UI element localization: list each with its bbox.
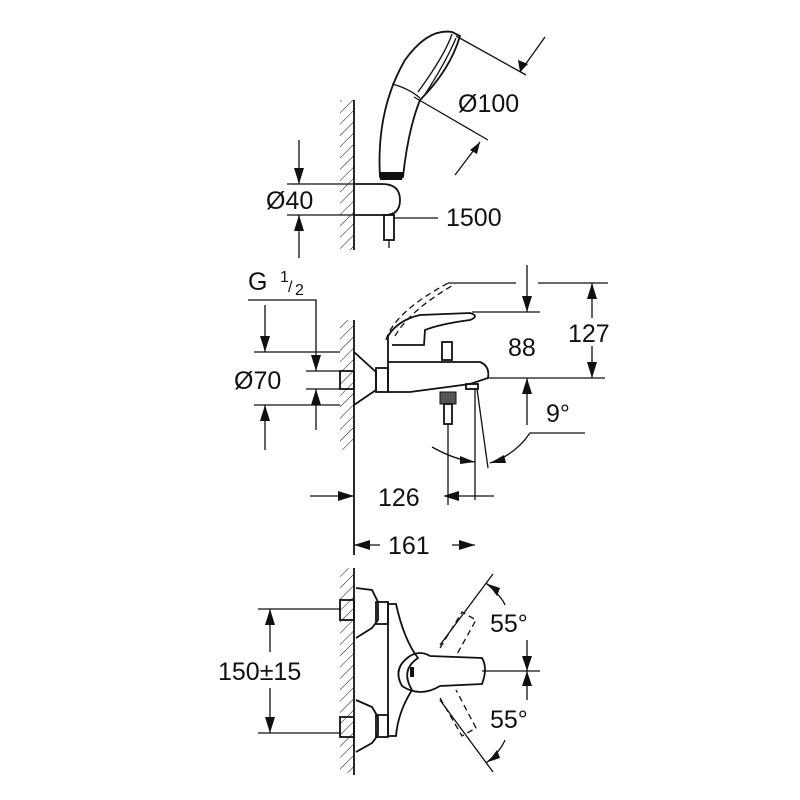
mixer-body-front xyxy=(387,603,420,737)
thread-fraction-den: 2 xyxy=(295,282,304,299)
shower-outlet-nut xyxy=(439,391,457,405)
total-projection-label: 161 xyxy=(388,532,430,560)
mixer-front-view: 55° 55° 150±15 xyxy=(218,568,540,775)
spout-projection-label: 126 xyxy=(378,484,420,512)
wall-hatch xyxy=(340,320,354,450)
fraction-slash: / xyxy=(288,279,293,296)
lever-front xyxy=(397,652,486,693)
escutcheon xyxy=(353,351,377,406)
wall-connector xyxy=(339,370,355,390)
lever xyxy=(387,312,476,362)
hand-shower-view: Ø100 Ø40 1500 xyxy=(266,30,546,258)
lever-raised-outline xyxy=(385,281,451,341)
shower-handset xyxy=(378,30,462,178)
lever-angle-up-label: 55° xyxy=(490,610,528,638)
diverter-knob xyxy=(441,341,453,361)
handset-grip xyxy=(380,172,404,180)
lever-up-position xyxy=(439,611,477,657)
thread-fraction-num: 1 xyxy=(280,269,289,286)
nut xyxy=(375,367,389,393)
wall-hatch xyxy=(340,100,354,250)
hose-length-label: 1500 xyxy=(446,204,502,232)
hose-stub xyxy=(383,214,395,241)
holder-diameter-label: Ø40 xyxy=(266,187,313,215)
shower-holder xyxy=(354,183,401,216)
max-height-label: 127 xyxy=(568,320,610,348)
escutcheon-diameter-label: Ø70 xyxy=(234,367,281,395)
spout-outlet xyxy=(465,383,479,390)
spout-angle-label: 9° xyxy=(546,400,570,428)
lever-down-position xyxy=(439,689,477,737)
lever-height-label: 88 xyxy=(508,334,536,362)
shower-outlet xyxy=(443,403,453,425)
mixer-body xyxy=(387,361,490,393)
wall-hatch xyxy=(340,568,354,773)
centers-label: 150±15 xyxy=(218,658,301,686)
upper-escutcheon xyxy=(355,587,379,639)
thread-label: G xyxy=(248,268,267,296)
head-diameter-label: Ø100 xyxy=(458,90,519,118)
shower-face xyxy=(417,33,453,93)
lever-angle-down-label: 55° xyxy=(490,706,528,734)
lower-escutcheon xyxy=(355,699,379,753)
mixer-side-view: G 1 / 2 Ø70 88 127 xyxy=(234,265,620,560)
